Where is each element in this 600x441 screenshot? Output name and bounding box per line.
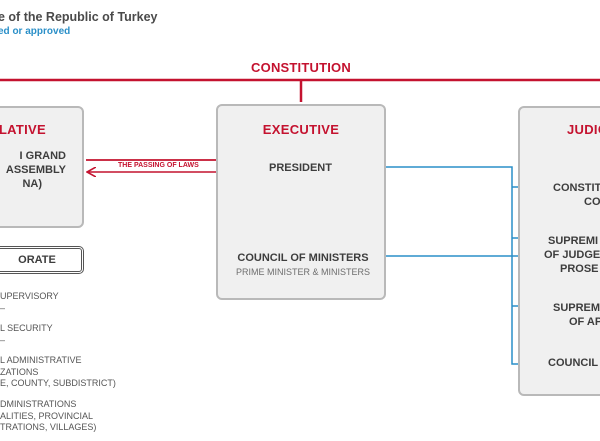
judiciary-item-judges: SUPREMI OF JUDGE PROSE xyxy=(544,234,600,276)
judiciary-item-line: SUPREM xyxy=(553,302,600,314)
list-item-line: ALITIES, PROVINCIAL xyxy=(0,410,94,421)
legislative-line: ASSEMBLY xyxy=(5,164,66,176)
judiciary-item-council: COUNCIL xyxy=(548,356,598,370)
legislative-line: NA) xyxy=(22,178,42,190)
list-item-line: UPERVISORY xyxy=(0,291,59,301)
list-item-line: DMINISTRATIONS xyxy=(0,399,77,409)
diagram-subtitle: ed or approved xyxy=(0,26,71,37)
judiciary-item-line: PROSE xyxy=(560,263,599,275)
constitution-label: CONSTITUTION xyxy=(251,60,351,75)
judiciary-item-appeals: SUPREM OF AP xyxy=(553,301,600,329)
list-item: L SECURITY – xyxy=(0,323,53,346)
legislative-body: I GRAND ASSEMBLY NA) xyxy=(0,149,82,191)
president-label: PRESIDENT xyxy=(269,162,332,174)
judiciary-item-line: CONSTIT xyxy=(553,182,600,194)
electorate-box: ORATE xyxy=(0,246,84,274)
list-item-line: – xyxy=(0,302,6,313)
list-item-line: – xyxy=(0,334,6,345)
council-of-ministers-label: COUNCIL OF MINISTERS xyxy=(237,252,369,264)
passing-of-laws-label: THE PASSING OF LAWS xyxy=(118,162,199,169)
list-item-line: E, COUNTY, SUBDISTRICT) xyxy=(0,378,116,388)
judiciary-item-line: CO xyxy=(584,196,600,208)
executive-box: EXECUTIVE PRESIDENT COUNCIL OF MINISTERS… xyxy=(216,104,386,300)
judiciary-item-line: SUPREMI xyxy=(548,235,599,247)
legislative-box: LATIVE I GRAND ASSEMBLY NA) xyxy=(0,106,84,228)
judiciary-item-line: OF AP xyxy=(569,316,600,328)
list-item-line: L ADMINISTRATIVE xyxy=(0,355,82,365)
council-of-ministers-sub: PRIME MINISTER & MINISTERS xyxy=(235,267,370,277)
executive-heading: EXECUTIVE xyxy=(262,122,340,137)
list-item-line: ZATIONS xyxy=(0,366,39,377)
list-item: DMINISTRATIONS ALITIES, PROVINCIAL TRATI… xyxy=(0,399,96,434)
legislative-line: I GRAND xyxy=(19,150,66,162)
legislative-heading: LATIVE xyxy=(0,122,46,137)
diagram-title: e of the Republic of Turkey xyxy=(0,10,158,24)
judiciary-item-constitutional: CONSTIT CO xyxy=(553,181,600,209)
list-item: L ADMINISTRATIVE ZATIONS E, COUNTY, SUBD… xyxy=(0,355,116,390)
judiciary-item-line: OF JUDGE xyxy=(544,249,600,261)
list-item-line: TRATIONS, VILLAGES) xyxy=(0,422,97,432)
judiciary-item-line: COUNCIL xyxy=(548,357,599,369)
list-item-line: L SECURITY xyxy=(0,323,53,333)
list-item: UPERVISORY – xyxy=(0,291,59,314)
